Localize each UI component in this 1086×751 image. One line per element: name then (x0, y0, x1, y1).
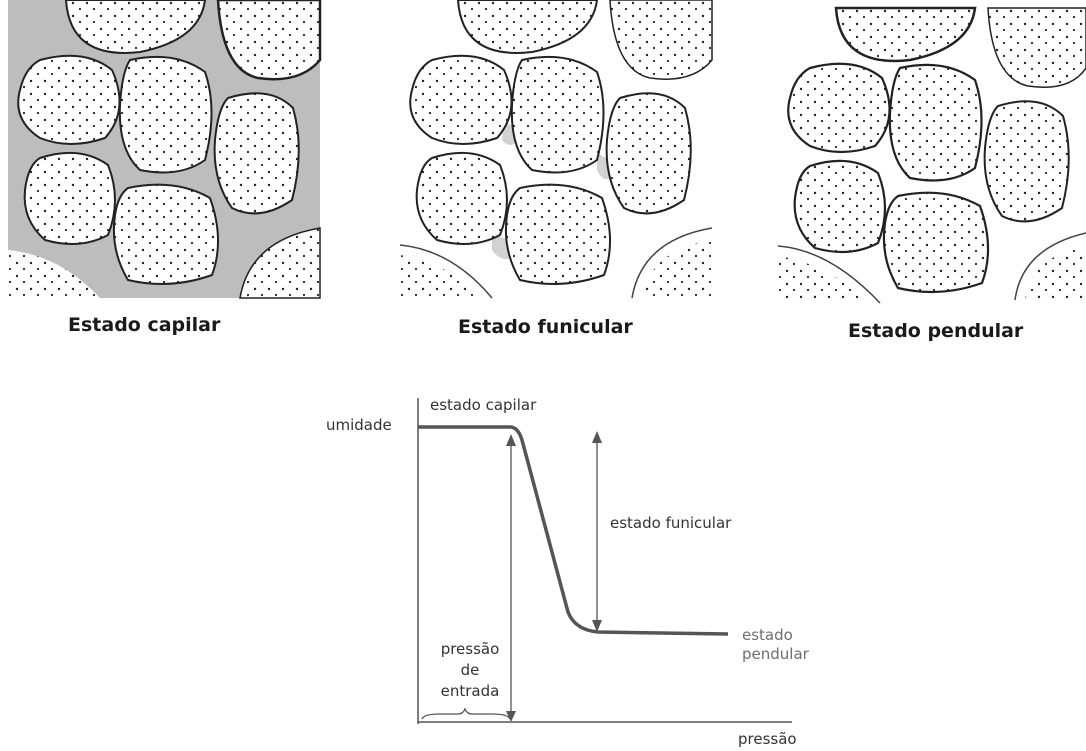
grain (884, 193, 988, 292)
funicular-state-label: estado funicular (610, 514, 731, 533)
grain (1025, 246, 1086, 300)
grain (400, 255, 480, 298)
grain (788, 64, 889, 152)
pendular-state-label-line1: estado (742, 626, 793, 645)
grain (512, 57, 604, 173)
grain (988, 8, 1086, 87)
arrowhead (592, 431, 602, 443)
grain (506, 185, 610, 284)
entry-pressure-label-line1: pressão (430, 640, 510, 659)
caption-capilar: Estado capilar (68, 314, 220, 336)
grain (215, 93, 299, 213)
grain (607, 93, 691, 213)
grain (836, 8, 975, 61)
grain (985, 101, 1069, 221)
caption-pendular: Estado pendular (848, 320, 1023, 342)
caption-funicular: Estado funicular (458, 316, 633, 338)
y-axis-label: umidade (326, 416, 392, 435)
grain (795, 161, 885, 252)
entry-pressure-label-line3: entrada (430, 682, 510, 701)
panel-pendular (778, 8, 1086, 303)
grain (25, 153, 115, 244)
grain (458, 0, 597, 53)
panel-capilar (8, 0, 320, 298)
pendular-state-label-line2: pendular (742, 645, 809, 664)
arrowhead (506, 434, 516, 446)
grain (114, 185, 218, 284)
grain (417, 153, 507, 244)
grain (642, 240, 712, 298)
panel-funicular (400, 0, 712, 298)
grain (610, 0, 712, 79)
entry-pressure-label-line2: de (430, 661, 510, 680)
grain (410, 56, 511, 144)
capillary-state-label: estado capilar (430, 396, 536, 415)
grain (890, 65, 982, 181)
x-axis-label: pressão (738, 730, 797, 749)
grain (120, 57, 212, 173)
entry-brace (422, 709, 510, 719)
grain (18, 56, 119, 144)
